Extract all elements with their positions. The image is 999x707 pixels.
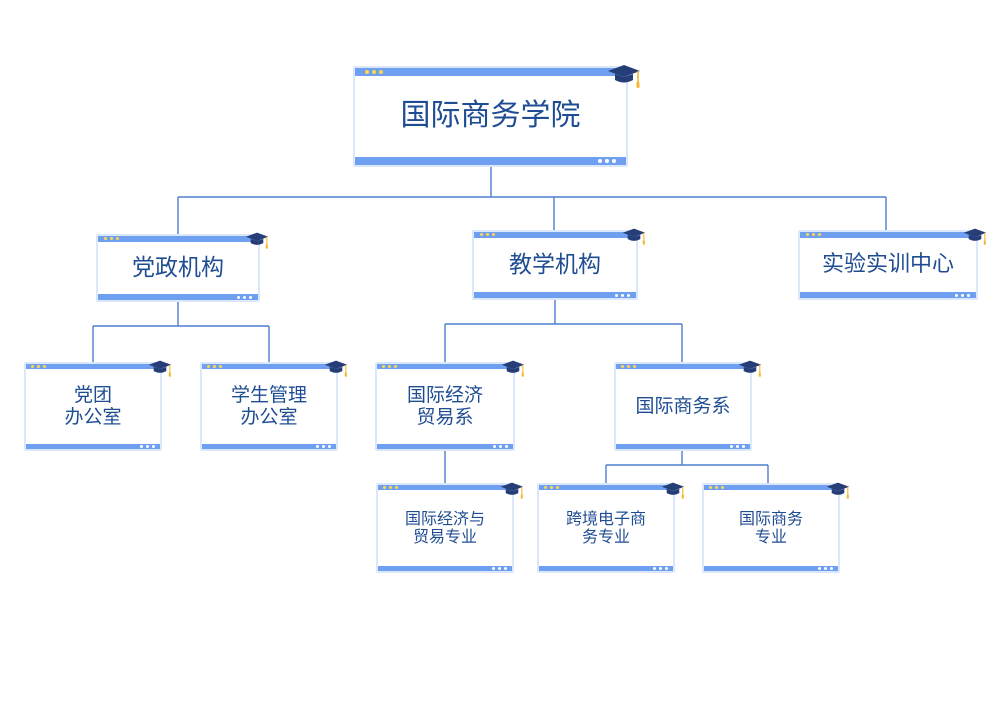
node-intl-business-major-label: 国际商务 专业 <box>738 508 803 546</box>
node-ecommerce-major: 跨境电子商 务专业 <box>537 483 675 573</box>
graduation-cap-icon <box>661 482 685 499</box>
graduation-cap-icon <box>963 228 987 245</box>
graduation-cap-icon <box>245 232 269 249</box>
graduation-cap-icon <box>500 482 524 499</box>
node-party-admin: 党政机构 <box>96 234 260 302</box>
node-party-office-label: 党团 办公室 <box>64 383 122 428</box>
node-teaching-label: 教学机构 <box>509 251 601 278</box>
node-intl-business-major: 国际商务 专业 <box>702 483 840 573</box>
node-teaching: 教学机构 <box>472 230 638 300</box>
graduation-cap-icon <box>826 482 850 499</box>
node-econ-trade-major: 国际经济与 贸易专业 <box>376 483 514 573</box>
node-ecommerce-major-label: 跨境电子商 务专业 <box>565 508 646 546</box>
node-student-office: 学生管理 办公室 <box>200 362 338 451</box>
node-training-center-label: 实验实训中心 <box>821 252 954 278</box>
node-party-admin-label: 党政机构 <box>132 254 224 281</box>
node-student-office-label: 学生管理 办公室 <box>230 383 307 428</box>
node-party-office: 党团 办公室 <box>24 362 162 451</box>
node-econ-trade-dept: 国际经济 贸易系 <box>375 362 515 451</box>
graduation-cap-icon <box>622 228 646 245</box>
graduation-cap-icon <box>501 360 525 377</box>
node-econ-trade-major-label: 国际经济与 贸易专业 <box>404 508 485 546</box>
graduation-cap-icon <box>324 360 348 377</box>
graduation-cap-icon <box>738 360 762 377</box>
node-root: 国际商务学院 <box>353 66 628 167</box>
node-intl-business-dept: 国际商务系 <box>614 362 752 451</box>
node-root-label: 国际商务学院 <box>400 98 581 134</box>
graduation-cap-icon <box>148 360 172 377</box>
node-econ-trade-dept-label: 国际经济 贸易系 <box>406 383 483 428</box>
node-intl-business-dept-label: 国际商务系 <box>635 394 731 417</box>
node-training-center: 实验实训中心 <box>798 230 978 300</box>
graduation-cap-icon <box>608 65 640 88</box>
